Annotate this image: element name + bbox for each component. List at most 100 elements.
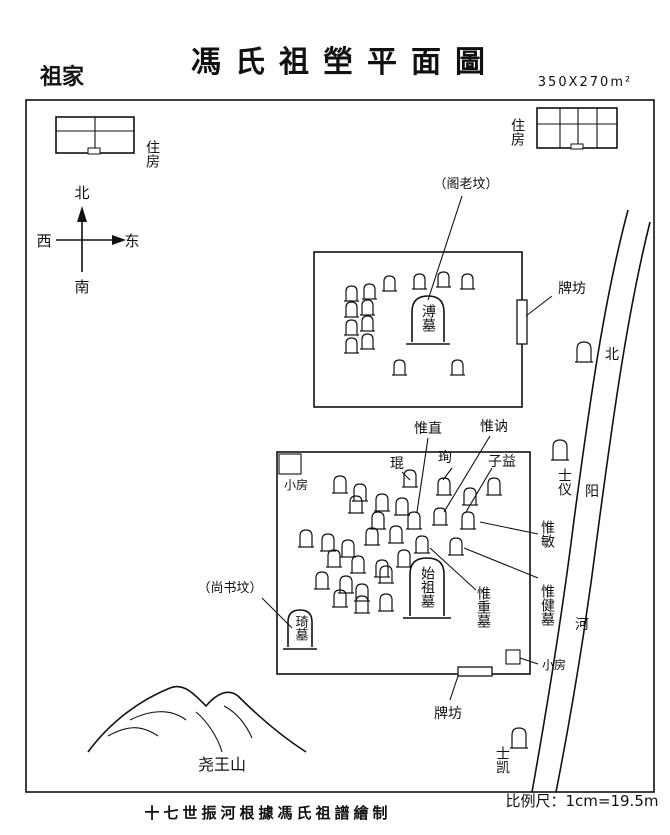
mountain: [87, 685, 307, 753]
label-shikai: 士凯: [494, 746, 510, 775]
tombstone: [315, 571, 329, 589]
label-ziyi: 子益: [488, 454, 516, 470]
upper-enclosure: [313, 251, 523, 408]
map-title: 馮氏祖塋平面圖: [191, 45, 499, 80]
tombstone: [393, 359, 406, 375]
tombstone: [576, 341, 592, 362]
residence-right: [536, 107, 618, 150]
tombstone: [375, 493, 389, 511]
tombstone: [349, 495, 363, 513]
tombstone: [339, 575, 353, 593]
tombstone: [449, 537, 463, 555]
lower-graves: [298, 469, 502, 614]
tombstone: [415, 535, 429, 553]
compass-south: 南: [74, 278, 89, 296]
upper-gate-label: 牌坊: [558, 280, 586, 297]
tombstone: [355, 595, 369, 613]
tombstone: [363, 283, 376, 299]
tombstone: [552, 439, 568, 460]
label-xun: 珣: [438, 450, 452, 466]
tombstone: [341, 539, 355, 557]
tombstone: [451, 359, 464, 375]
label-weijian-tomb: 惟健墓: [539, 584, 555, 626]
tombstone: [461, 273, 474, 289]
compass-east: 东: [124, 232, 139, 250]
tombstone: [487, 477, 501, 495]
mountain-label: 尧王山: [198, 755, 246, 774]
shangshu-annotation: （尚书坟）: [197, 581, 262, 596]
scale-label: 比例尺：1cm=19.5m: [506, 792, 659, 810]
tombstone: [333, 589, 347, 607]
tombstone: [375, 559, 389, 577]
residence-right-label: 住房: [509, 118, 525, 146]
upper-enclosure-gate: [516, 299, 528, 345]
lower-main-tomb-label: 始祖墓: [419, 566, 435, 608]
lower-small-room-nw-label: 小房: [284, 477, 308, 492]
outer-boundary: [25, 99, 655, 793]
lower-small-room-se: [505, 649, 521, 665]
lower-gate-label: 牌坊: [434, 705, 462, 722]
compass: [56, 206, 126, 272]
map-dimensions: 350X270m²: [538, 75, 632, 90]
tombstone: [379, 565, 393, 583]
tombstone: [433, 507, 447, 525]
tombstone: [413, 273, 426, 289]
tombstone: [461, 511, 475, 529]
label-weizhong-tomb: 惟重墓: [475, 586, 491, 628]
tombstone: [389, 525, 403, 543]
tombstone: [355, 583, 369, 601]
tombstone: [395, 497, 409, 515]
label-weizhi: 惟直: [414, 420, 442, 437]
tombstone: [407, 511, 421, 529]
compass-west: 西: [36, 232, 51, 250]
tombstone: [345, 337, 358, 353]
tombstone: [383, 275, 396, 291]
river-bank-east: [555, 221, 651, 793]
river-char-he: 河: [575, 617, 589, 633]
tombstone: [463, 487, 477, 505]
residence-left-label: 住房: [144, 140, 160, 168]
lower-main-tomb: [403, 557, 451, 619]
tombstone: [321, 533, 335, 551]
tombstone: [361, 299, 374, 315]
tombstone: [511, 727, 527, 748]
tombstone: [345, 285, 358, 301]
qi-tomb-label: 琦墓: [293, 615, 309, 641]
tombstone: [345, 301, 358, 317]
river-char-bei: 北: [605, 347, 619, 363]
upper-main-tomb: [406, 295, 450, 345]
river-char-yang: 阳: [585, 484, 599, 500]
tombstone: [361, 333, 374, 349]
tombstone: [403, 469, 417, 487]
residence-left: [55, 116, 135, 155]
tombstone: [437, 271, 450, 287]
tombstone: [327, 549, 341, 567]
label-shiyi: 士仪: [556, 468, 572, 496]
upper-main-tomb-label: 溥墓: [420, 303, 436, 332]
tombstone: [379, 593, 393, 611]
tombstone: [333, 475, 347, 493]
tombstone: [437, 477, 451, 495]
tombstone: [351, 555, 365, 573]
label-weine: 惟讷: [480, 419, 508, 435]
tombstone: [361, 315, 374, 331]
label-weimin: 惟敏: [539, 520, 555, 548]
qi-tomb: [283, 609, 317, 650]
lower-enclosure: [276, 451, 531, 675]
label-kun: 琨: [390, 456, 404, 472]
footer-credit: 十七世振河根據馮氏祖譜繪制: [144, 804, 391, 822]
tombstone: [365, 527, 379, 545]
compass-north: 北: [74, 184, 89, 202]
corner-text: 祖家: [40, 64, 85, 90]
lower-enclosure-gate: [457, 666, 493, 677]
tombstone: [371, 511, 385, 529]
river-bank-west: [531, 209, 629, 793]
tombstone: [397, 549, 411, 567]
upper-annotation: （阁老坟）: [433, 177, 498, 192]
upper-graves: [344, 271, 475, 376]
tombstone: [353, 483, 367, 501]
tombstone: [345, 319, 358, 335]
outside-graves: [510, 341, 593, 749]
lower-small-room-nw: [278, 453, 302, 475]
